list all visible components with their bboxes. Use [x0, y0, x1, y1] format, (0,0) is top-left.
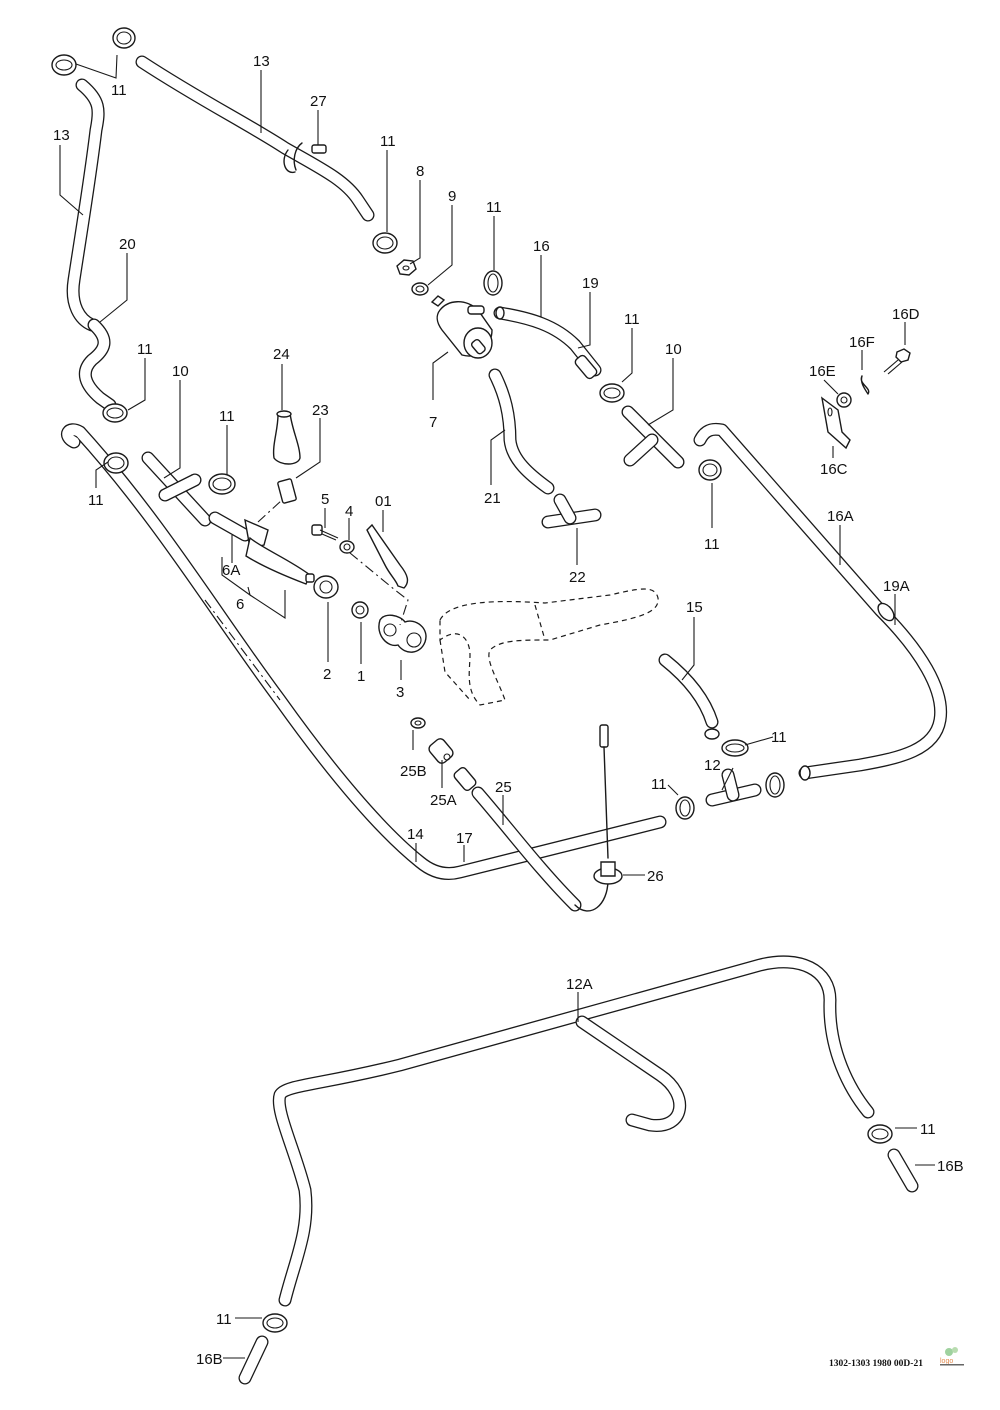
- callout-5: 5: [321, 491, 329, 508]
- hose-16b-left: [238, 1335, 269, 1385]
- callout-16c: 16C: [820, 461, 848, 478]
- watermark-logo: logo: [940, 1347, 964, 1366]
- callout-2: 2: [323, 666, 331, 683]
- callout-7: 7: [429, 414, 437, 431]
- hose-clamp: [51, 27, 893, 1333]
- reference-code: 1302-1303 1980 00D-21: [829, 1359, 923, 1369]
- callout-11: 11: [111, 82, 127, 99]
- callout-25: 25: [495, 779, 512, 796]
- t-piece-12: [705, 768, 762, 807]
- callout-16b: 16B: [937, 1158, 964, 1175]
- callout-27: 27: [310, 93, 327, 110]
- washer-16e: [836, 392, 852, 408]
- callout-16a: 16A: [827, 508, 854, 525]
- callout-13: 13: [253, 53, 270, 70]
- hose-14-loop: [61, 423, 667, 881]
- clip-16f: [860, 375, 870, 395]
- t-piece-10-right: [621, 405, 685, 469]
- callout-22: 22: [569, 569, 586, 586]
- callout-14: 14: [407, 826, 424, 843]
- callout-6: 6: [236, 596, 244, 613]
- callout-4: 4: [345, 503, 353, 520]
- connector-19: [574, 354, 598, 380]
- bolt-16d: [883, 348, 911, 375]
- callout-20: 20: [119, 236, 136, 253]
- intake-manifold-phantom: [439, 588, 659, 706]
- callout-24: 24: [273, 346, 290, 363]
- callout-16b: 16B: [196, 1351, 223, 1368]
- washer-4: [339, 540, 355, 554]
- seal-ring-2: [313, 575, 339, 599]
- t-piece-10-left: [141, 451, 212, 527]
- hose-25: [471, 786, 609, 912]
- callout-17: 17: [456, 830, 473, 847]
- callout-25b: 25B: [400, 763, 427, 780]
- callout-9: 9: [448, 188, 456, 205]
- callout-11: 11: [137, 341, 153, 358]
- hose-13-left: [66, 78, 105, 332]
- callout-11: 11: [651, 776, 667, 793]
- callout-11: 11: [704, 536, 720, 553]
- clip-23: [277, 478, 297, 504]
- bracket-01: [366, 523, 409, 589]
- callout-11: 11: [219, 408, 235, 425]
- callout-16e: 16E: [809, 363, 836, 380]
- callout-1: 1: [357, 668, 365, 685]
- washer-9: [411, 282, 429, 296]
- callout-13: 13: [53, 127, 70, 144]
- callout-19a: 19A: [883, 578, 910, 595]
- fuel-filter-7: [430, 295, 493, 359]
- callout-11: 11: [380, 133, 396, 150]
- hose-13-upper: [135, 55, 375, 222]
- hose-16: [493, 306, 602, 377]
- sensor-26: [593, 724, 623, 885]
- callout-11: 11: [920, 1121, 936, 1138]
- callout-11: 11: [771, 729, 787, 746]
- callout-15: 15: [686, 599, 703, 616]
- callout-11: 11: [88, 492, 104, 509]
- callout-leaders: [59, 54, 935, 1359]
- hose-16a: [693, 422, 948, 781]
- callout-11: 11: [216, 1311, 232, 1328]
- callout-12a: 12A: [566, 976, 593, 993]
- hose-20: [78, 318, 117, 412]
- cap-24: [272, 410, 301, 465]
- callout-01: 01: [375, 493, 392, 510]
- hose-16b-right: [887, 1148, 919, 1193]
- bracket-16c: [821, 396, 851, 450]
- hose-12a: [272, 955, 875, 1307]
- seal-25b: [410, 717, 426, 729]
- callout-8: 8: [416, 163, 424, 180]
- callout-16f: 16F: [849, 334, 875, 351]
- bolt-5: [311, 524, 339, 541]
- seal-ring-1: [351, 601, 369, 619]
- t-piece-22: [541, 493, 602, 529]
- fuel-injector-6: [208, 511, 315, 585]
- callout-3: 3: [396, 684, 404, 701]
- callout-16: 16: [533, 238, 550, 255]
- retainer-3: [378, 614, 427, 653]
- callout-21: 21: [484, 490, 501, 507]
- callout-10: 10: [665, 341, 682, 358]
- callout-6a: 6A: [222, 562, 240, 579]
- callout-12: 12: [704, 757, 721, 774]
- callout-labels: 11 13 13 27 11 8 9 11 16 19 20 7 11 10 1…: [53, 53, 964, 1368]
- fitting-25a: [428, 738, 454, 764]
- callout-11: 11: [624, 311, 640, 328]
- fitting-25: [453, 767, 477, 791]
- callout-19: 19: [582, 275, 599, 292]
- callout-26: 26: [647, 868, 664, 885]
- callout-10: 10: [172, 363, 189, 380]
- assembly-guide-lines: [204, 499, 409, 701]
- retaining-clip-27: [283, 142, 327, 174]
- callout-16d: 16D: [892, 306, 920, 323]
- svg-text:logo: logo: [940, 1358, 953, 1365]
- callout-25a: 25A: [430, 792, 457, 809]
- callout-23: 23: [312, 402, 329, 419]
- callout-11: 11: [486, 199, 502, 216]
- hose-21: [488, 368, 555, 495]
- hose-15: [658, 653, 720, 740]
